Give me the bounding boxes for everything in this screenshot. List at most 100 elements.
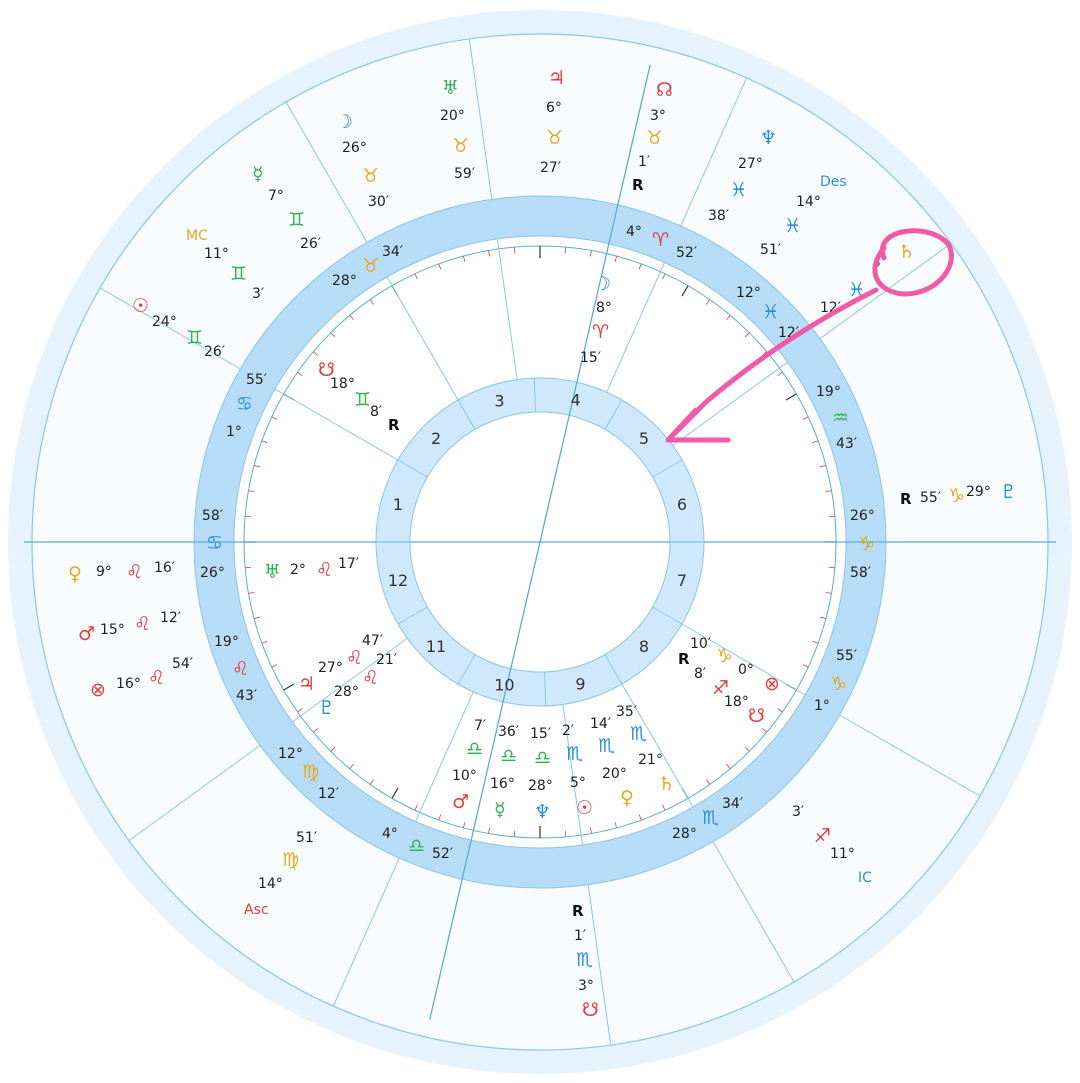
south-node-inner-sign: ♊ xyxy=(354,389,371,411)
mercury-outer-icon: ☿ xyxy=(252,163,264,185)
uranus-inner-deg: 2° xyxy=(290,562,306,578)
pluto-outer-min: 55′ xyxy=(920,490,941,506)
house-number-6: 6 xyxy=(677,495,687,514)
moon-inner-icon: ☽ xyxy=(594,273,611,295)
cusp-1-min: 43′ xyxy=(236,688,257,704)
meridian-axis xyxy=(429,64,651,1020)
venus-outer-sign: ♌ xyxy=(126,561,143,583)
jupiter-outer-icon: ♃ xyxy=(548,67,565,89)
north-node-outer-retro: R xyxy=(632,176,644,194)
sagittarius-inner-deg: 18° xyxy=(724,694,749,710)
descendant-outer-label: Des xyxy=(820,174,847,190)
ic-outer-deg: 11° xyxy=(830,846,855,862)
house-cusp-inner xyxy=(681,623,806,696)
uranus-inner-icon: ♅ xyxy=(264,561,281,583)
south-node-inner-deg: 18° xyxy=(330,376,355,392)
jupiter-outer-min: 27′ xyxy=(540,160,561,176)
house-cusp-outer xyxy=(712,841,795,983)
saturn-outer-icon: ♄ xyxy=(898,241,915,263)
degree-tick xyxy=(726,763,731,770)
degree-tick xyxy=(297,371,303,376)
zodiac-cusp-labels: 4° ♈ 52′ 12° ♓ 12′ 19° ♒ 43′ 26° ♑ 58′ 5… xyxy=(200,224,875,862)
venus-outer-icon: ♀ xyxy=(68,563,82,585)
saturn-inner-icon: ♄ xyxy=(658,773,675,795)
capricorn-inner-retro: R xyxy=(678,650,690,668)
moon-outer-deg: 26° xyxy=(342,140,367,156)
cusp-3-sign: ♎ xyxy=(408,835,425,857)
house-separator xyxy=(397,459,428,478)
degree-tick xyxy=(463,255,466,262)
midheaven-outer-deg: 11° xyxy=(204,246,229,262)
neptune-inner-deg: 28° xyxy=(528,778,553,794)
mercury-inner-min: 36′ xyxy=(498,724,519,740)
degree-tick xyxy=(513,247,516,254)
mars-outer-sign: ♌ xyxy=(134,613,151,635)
pluto-outer-deg: 29° xyxy=(966,484,991,500)
moon-inner-min: 15′ xyxy=(580,350,601,366)
degree-tick xyxy=(349,314,354,321)
house-number-10: 10 xyxy=(494,676,514,695)
mercury-outer-min: 26′ xyxy=(300,236,321,252)
degree-tick xyxy=(726,314,731,321)
saturn-outer-deg: ° xyxy=(874,260,881,276)
house-cusp-lines xyxy=(24,38,1056,1046)
degree-tick xyxy=(706,779,711,785)
saturn-inner-sign: ♏ xyxy=(630,723,647,745)
cusp-5-min: 55′ xyxy=(836,648,857,664)
house-number-12: 12 xyxy=(388,571,408,590)
saturn-inner-min: 35′ xyxy=(616,704,637,720)
sun-outer-sign: ♊ xyxy=(186,327,203,349)
jupiter-outer-sign: ♉ xyxy=(546,127,563,149)
cusp-8-deg: 12° xyxy=(736,285,761,301)
degree-tick xyxy=(248,591,255,594)
mercury-inner-icon: ☿ xyxy=(494,799,506,821)
neptune-outer-min: 38′ xyxy=(708,208,729,224)
degree-tick xyxy=(513,830,516,837)
cusp-2-min: 12′ xyxy=(318,786,339,802)
degree-tick xyxy=(812,440,819,444)
degree-tick xyxy=(828,515,835,518)
venus-inner-deg: 20° xyxy=(602,766,627,782)
mars-inner-sign: ♎ xyxy=(466,738,483,760)
north-node-outer-deg: 3° xyxy=(650,108,666,124)
saturn-inner-deg: 21° xyxy=(638,752,663,768)
house-cusp-outer xyxy=(468,38,493,200)
sun-outer-deg: 24° xyxy=(152,314,177,330)
cusp-9-deg: 4° xyxy=(626,224,642,240)
ascendant-outer-label: Asc xyxy=(244,902,269,918)
house-separator xyxy=(604,654,623,685)
house-number-11: 11 xyxy=(426,637,446,656)
cusp-1-deg: 19° xyxy=(214,634,239,650)
house-cusp-inner xyxy=(496,238,518,380)
cusp-2-sign: ♍ xyxy=(302,761,319,783)
jupiter-inner-icon: ♃ xyxy=(298,673,315,695)
degree-tick xyxy=(369,299,374,305)
moon-outer-min: 30′ xyxy=(368,194,389,210)
house-separator xyxy=(652,459,683,478)
south-node-outer-deg: 3° xyxy=(578,978,594,994)
part-of-fortune-inner-min: 10′ xyxy=(690,636,711,652)
degree-tick xyxy=(777,371,783,376)
degree-tick xyxy=(802,416,809,420)
house-cusp-inner xyxy=(606,262,665,393)
mars-inner-deg: 10° xyxy=(452,768,477,784)
cusp-6-deg: 26° xyxy=(850,508,875,524)
cusp-7-min: 43′ xyxy=(836,436,857,452)
part-of-fortune-outer-min: 54′ xyxy=(172,656,193,672)
descendant-outer-min: 51′ xyxy=(760,242,781,258)
neptune-inner-min: 15′ xyxy=(530,726,551,742)
uranus-outer-sign: ♉ xyxy=(452,135,469,157)
venus-outer-deg: 9° xyxy=(96,564,112,580)
sun-inner-deg: 5° xyxy=(570,775,586,791)
ic-outer-label: IC xyxy=(858,870,872,886)
degree-tick xyxy=(261,440,268,444)
degree-tick xyxy=(777,708,783,713)
degree-tick xyxy=(330,746,336,752)
mars-outer-icon: ♂ xyxy=(78,623,95,645)
degree-tick xyxy=(245,566,252,569)
uranus-inner-min: 17′ xyxy=(338,556,359,572)
venus-inner-sign: ♏ xyxy=(598,735,615,757)
house-separator xyxy=(457,654,476,685)
house-cusp-inner xyxy=(292,637,408,723)
